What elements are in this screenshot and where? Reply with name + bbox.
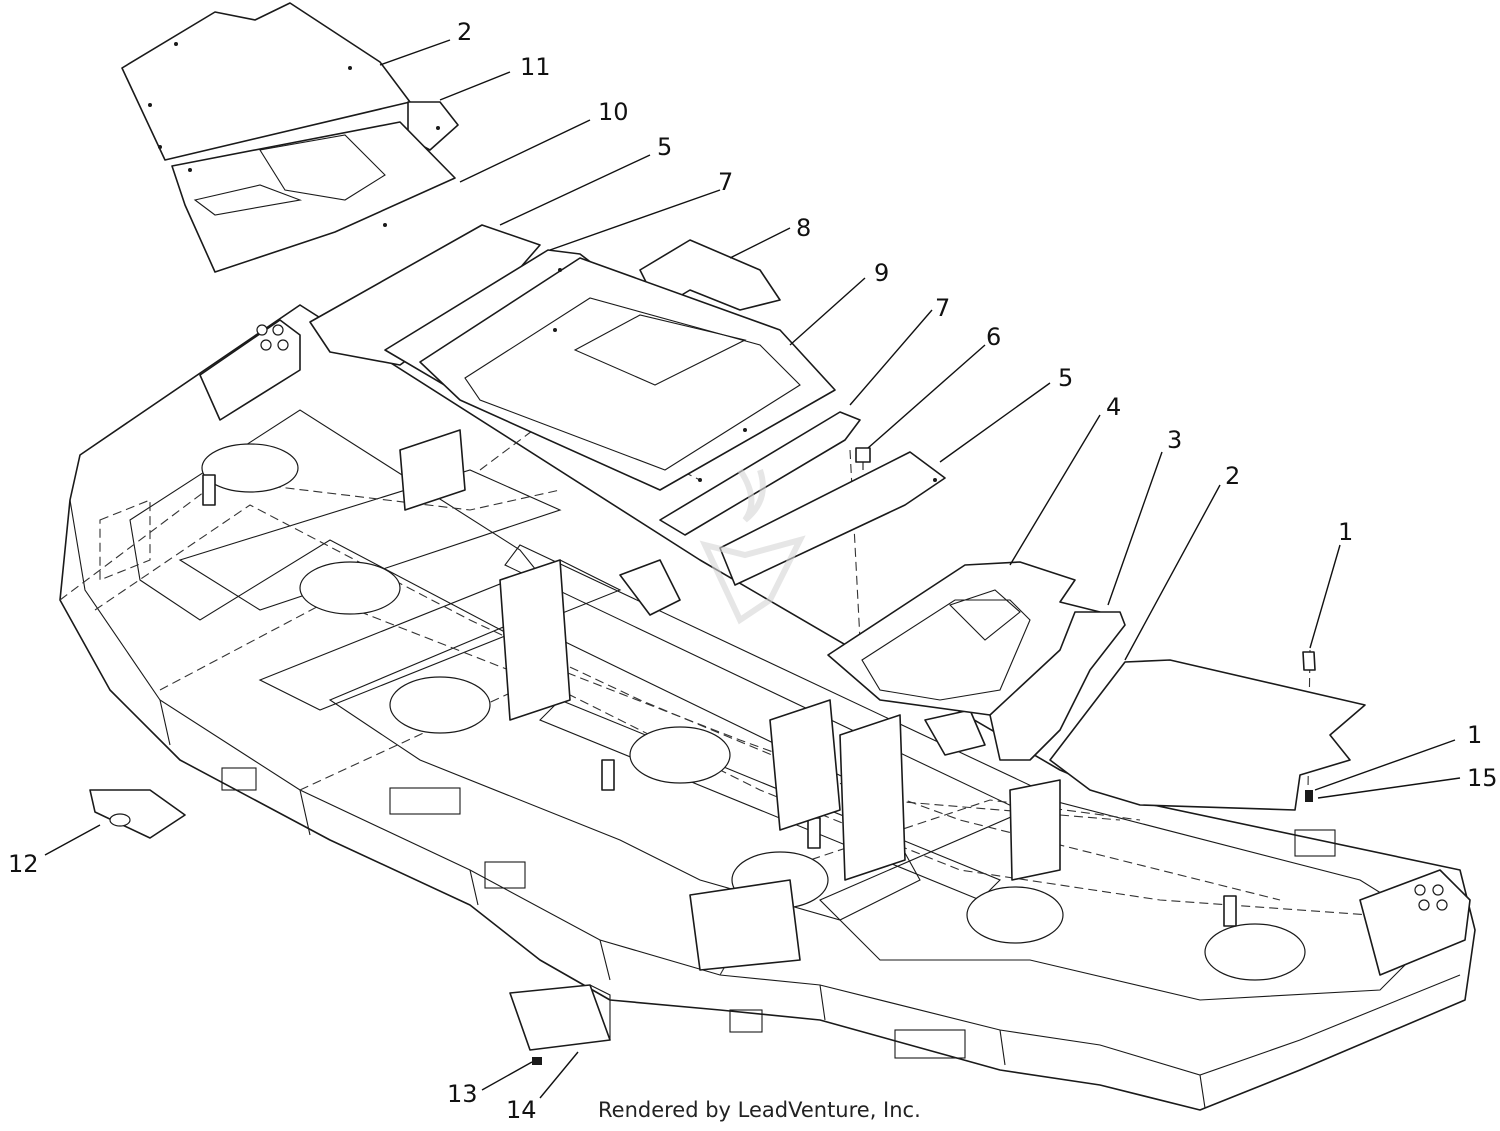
callout-numbers: 2 11 10 5 7 8 9 7 6 5 4 3 2 1 1 15 12 13… (8, 18, 1498, 1124)
part-6-bolt (855, 447, 871, 470)
part-5-mid-plate (719, 451, 946, 586)
callout-2-top: 2 (457, 18, 472, 46)
part-15-nut (1305, 790, 1313, 802)
callout-12: 12 (8, 850, 39, 878)
part-1-small-plate (1302, 651, 1316, 671)
callout-2-right: 2 (1225, 462, 1240, 490)
watermark-logo (699, 468, 806, 625)
callout-15: 15 (1467, 764, 1498, 792)
callout-6: 6 (986, 323, 1001, 351)
callout-5-top: 5 (657, 133, 672, 161)
callout-13: 13 (447, 1080, 478, 1108)
callout-10: 10 (598, 98, 629, 126)
callout-11: 11 (520, 53, 551, 81)
part-2-top-shield (121, 2, 411, 161)
callout-3: 3 (1167, 426, 1182, 454)
part-10-cover (171, 121, 456, 273)
part-9-cover-panel (419, 257, 836, 491)
callout-8: 8 (796, 214, 811, 242)
callout-1-top: 1 (1338, 518, 1353, 546)
part-14-bracket (509, 984, 611, 1051)
part-13-screw (532, 1057, 542, 1065)
credit-text: Rendered by LeadVenture, Inc. (598, 1098, 921, 1122)
leader-lines (44, 39, 1461, 1099)
callout-9: 9 (874, 259, 889, 287)
callout-7-mid: 7 (935, 294, 950, 322)
callout-14: 14 (506, 1096, 537, 1124)
callout-1-bottom: 1 (1467, 721, 1482, 749)
mower-deck (59, 304, 1476, 1111)
callout-5-mid: 5 (1058, 364, 1073, 392)
part-3-panel (989, 611, 1126, 761)
callout-7-top: 7 (718, 168, 733, 196)
part-2-right-shield (1049, 659, 1366, 811)
part-12-cover (89, 789, 186, 839)
callout-4: 4 (1106, 393, 1121, 421)
